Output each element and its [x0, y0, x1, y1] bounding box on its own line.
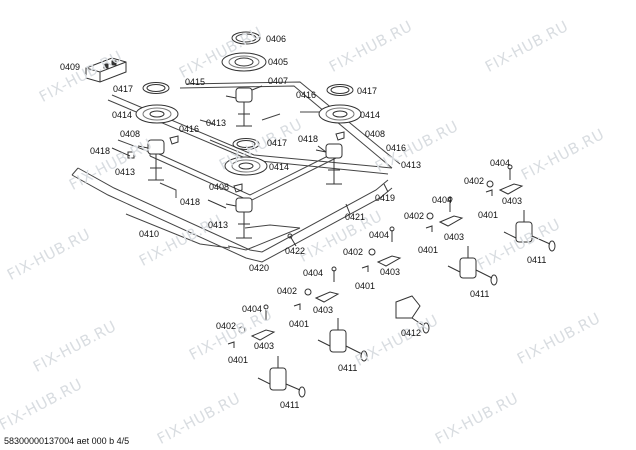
burner-head-0414-center: [224, 156, 268, 176]
part-label: 0408: [120, 129, 141, 139]
igniter-block-part: [85, 57, 127, 83]
screw-0419: [383, 183, 389, 193]
part-label: 0416: [179, 124, 200, 134]
part-label: 0410: [139, 229, 160, 239]
part-label: 0414: [269, 162, 290, 172]
injector-assembly-right: [315, 143, 343, 185]
valve-group-b: [425, 196, 498, 286]
part-label: 0401: [418, 245, 439, 255]
clip-0408-right: [335, 131, 345, 141]
part-label: 0411: [280, 400, 300, 410]
electrode-0418-right: [317, 145, 327, 153]
part-label: 0408: [365, 129, 386, 139]
valve-group-e: [227, 304, 306, 398]
part-label: 0402: [216, 321, 237, 331]
part-label: 0411: [338, 363, 358, 373]
part-label: 0417: [357, 86, 378, 96]
part-label: 0419: [375, 193, 396, 203]
part-label: 0420: [249, 263, 270, 273]
part-label: 0415: [185, 77, 206, 87]
part-label: 0416: [296, 90, 317, 100]
part-label: 0422: [285, 246, 306, 256]
part-label: 0404: [242, 304, 263, 314]
part-label: 0402: [343, 247, 364, 257]
part-label: 0409: [60, 62, 81, 72]
valve-group-c: [361, 226, 402, 272]
part-label: 0403: [254, 341, 275, 351]
part-label: 0403: [444, 232, 465, 242]
clip-0408-center: [233, 183, 243, 193]
electrode-0418-center: [207, 199, 227, 209]
valve-group-d: [293, 266, 430, 362]
part-label: 0405: [268, 57, 289, 67]
burner-cap-0417-right: [326, 84, 354, 96]
burner-head-0414-right: [318, 104, 362, 124]
part-label: 0403: [313, 305, 334, 315]
part-label: 0407: [268, 76, 289, 86]
injector-assembly-center: [225, 197, 253, 239]
part-label: 0421: [345, 212, 366, 222]
part-label: 0404: [490, 158, 511, 168]
electrode-0418-left: [111, 147, 135, 159]
clip-0408-left: [169, 135, 179, 145]
part-label: 0418: [90, 146, 111, 156]
injector-assembly-top: [225, 85, 263, 127]
part-label: 0417: [113, 84, 134, 94]
part-label: 0402: [464, 176, 485, 186]
burner-cap-0417-center: [232, 138, 260, 150]
part-label: 0411: [527, 255, 547, 265]
part-label: 0416: [386, 143, 407, 153]
part-label: 0404: [369, 230, 390, 240]
screw-0422: [287, 233, 297, 247]
part-label: 0401: [478, 210, 499, 220]
part-label: 0413: [208, 220, 229, 230]
part-label: 0401: [289, 319, 310, 329]
part-label: 0414: [112, 110, 133, 120]
part-label: 0418: [298, 134, 319, 144]
part-label: 0401: [228, 355, 249, 365]
part-label: 0413: [401, 160, 422, 170]
part-label: 0403: [380, 267, 401, 277]
part-label: 0408: [209, 182, 230, 192]
burner-head-0414-left: [135, 104, 179, 124]
part-label: 0417: [267, 138, 288, 148]
part-label: 0413: [115, 167, 136, 177]
burner-cap-0406: [231, 31, 261, 45]
part-label: 0418: [180, 197, 201, 207]
part-label: 0406: [266, 34, 287, 44]
valve-group-a: [485, 164, 556, 252]
part-label: 0404: [432, 195, 453, 205]
injector-assembly-left: [137, 139, 165, 181]
part-label: 0402: [404, 211, 425, 221]
screw-0421: [345, 203, 351, 215]
part-label: 0402: [277, 286, 298, 296]
part-label: 0401: [355, 281, 376, 291]
part-label: 0411: [470, 289, 490, 299]
burner-head-0405: [221, 52, 267, 72]
part-label: 0413: [206, 118, 227, 128]
part-label: 0404: [303, 268, 324, 278]
part-label: 0414: [360, 110, 381, 120]
burner-cap-0417-left: [142, 82, 170, 94]
document-footer: 58300000137004 aet 000 b 4/5: [4, 436, 130, 446]
part-label: 0403: [502, 196, 523, 206]
part-label: 0412: [401, 328, 422, 338]
